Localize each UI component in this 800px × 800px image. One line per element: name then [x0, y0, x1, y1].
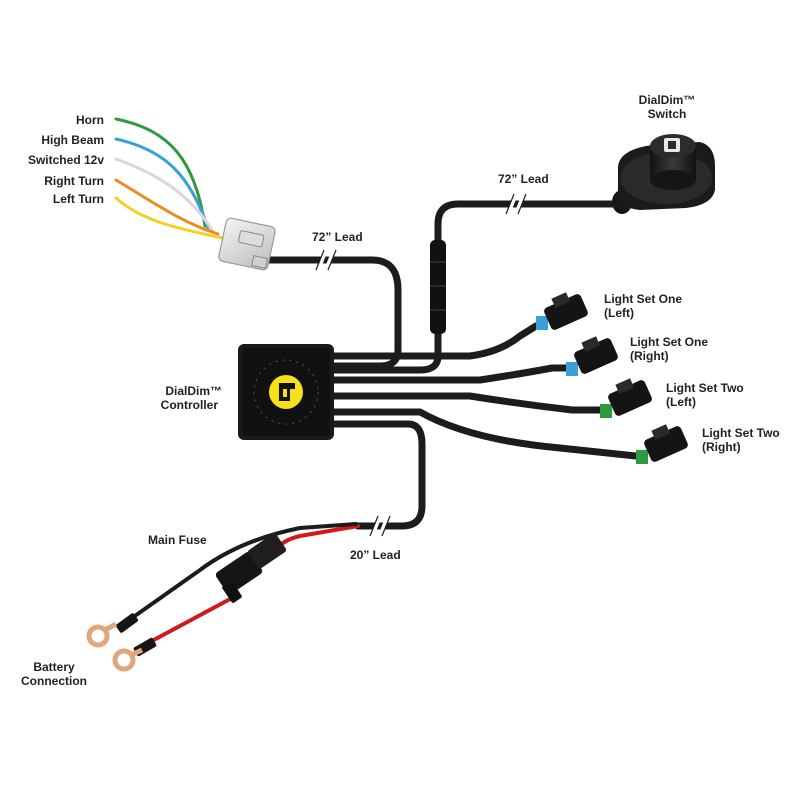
- lead-72-switch-label: 72” Lead: [498, 172, 549, 186]
- ls1-right-label-line1: Light Set One: [630, 335, 708, 349]
- battery-label-line2: Connection: [21, 674, 87, 688]
- light-set-one-right-connector: [566, 336, 618, 376]
- right-turn-wire: [114, 178, 220, 236]
- switch-lead-cable: [326, 200, 626, 374]
- dialdim-switch: [612, 134, 715, 214]
- ls1-right-label-line2: (Right): [630, 349, 669, 363]
- light-set-two-left-cable: [326, 392, 604, 414]
- ls1-left-label-line1: Light Set One: [604, 292, 682, 306]
- light-set-two-right-connector: [636, 424, 688, 464]
- left-turn-label: Left Turn: [52, 192, 104, 206]
- light-set-one-left-cable: [326, 322, 540, 360]
- horn-wire: [114, 117, 207, 228]
- ls2-right-label-line2: (Right): [702, 440, 741, 454]
- positive-wire: [148, 596, 234, 644]
- input-wires: [114, 117, 224, 240]
- battery-label-line1: Battery: [33, 660, 75, 674]
- high-beam-wire: [114, 137, 210, 230]
- light-set-one-left-connector: [536, 292, 588, 330]
- switch-title-line2: Switch: [647, 107, 687, 121]
- left-turn-wire: [114, 196, 224, 240]
- lead-break-outlines: [315, 193, 527, 537]
- switched-12v-label: Switched 12v: [27, 153, 104, 167]
- lead-20-label: 20” Lead: [350, 548, 401, 562]
- dialdim-controller: [238, 344, 334, 440]
- controller-label-line1: DialDim™: [165, 384, 222, 398]
- negative-wire: [130, 522, 358, 620]
- horn-label: Horn: [76, 113, 104, 127]
- input-lead-cable: [264, 256, 402, 370]
- ls2-right-label-line1: Light Set Two: [702, 426, 780, 440]
- light-set-two-left-connector: [600, 378, 652, 418]
- battery-terminals: [86, 613, 157, 672]
- switched-12v-wire: [114, 157, 214, 232]
- input-plug: [218, 217, 276, 271]
- main-fuse-holder: [215, 533, 287, 603]
- main-fuse-label: Main Fuse: [148, 533, 207, 547]
- power-lead-cable: [326, 420, 426, 530]
- right-turn-label: Right Turn: [44, 174, 104, 188]
- high-beam-label: High Beam: [41, 133, 104, 147]
- controller-label-line2: Controller: [160, 398, 218, 412]
- light-set-two-right-cable: [326, 408, 640, 460]
- ls2-left-label-line2: (Left): [666, 395, 696, 409]
- lead-72-input-label: 72” Lead: [312, 230, 363, 244]
- ls1-left-label-line2: (Left): [604, 306, 634, 320]
- ls2-left-label-line1: Light Set Two: [666, 381, 744, 395]
- switch-title-line1: DialDim™: [638, 93, 696, 107]
- lead-break-marks: [316, 193, 526, 537]
- light-set-one-right-cable: [326, 364, 570, 384]
- inline-connector: [430, 240, 446, 334]
